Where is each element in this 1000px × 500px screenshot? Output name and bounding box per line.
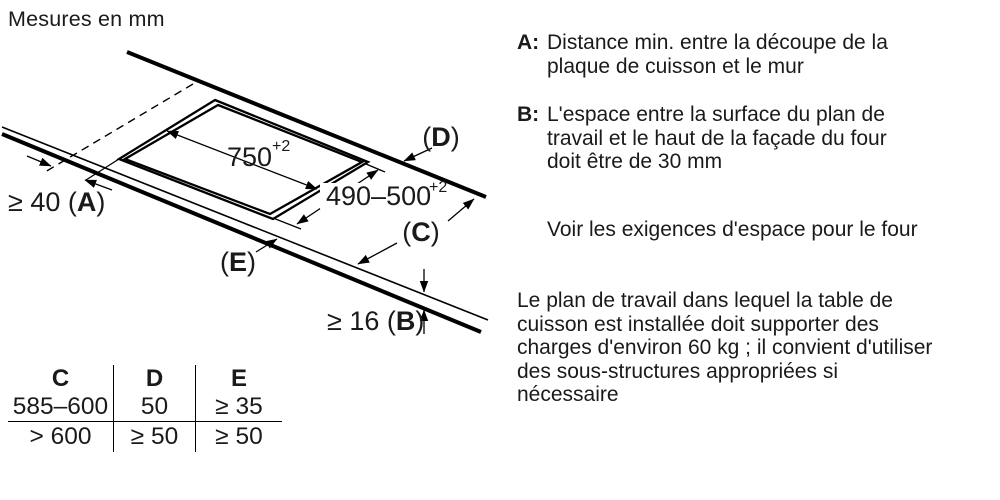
width-dimension-arrow [166, 130, 318, 190]
label-d: (D) [422, 122, 460, 152]
depth-extension-line-front [272, 217, 302, 230]
table-header-e: E [195, 365, 282, 393]
label-d-arrow [403, 147, 433, 162]
worktop-front-bottom-edge-line [1, 132, 482, 334]
label-e-arrow [255, 238, 278, 253]
note-line: Distance min. entre la découpe de la [547, 31, 888, 54]
width-dimension-label: 750 [227, 142, 272, 172]
oven-space-note: Voir les exigences d'espace pour le four [547, 218, 918, 241]
worktop-back-edge-line [126, 50, 487, 199]
table-cell: 585–600 [8, 393, 113, 422]
note-b-label: B: [517, 103, 540, 126]
worktop-front-top-edge-line [1, 126, 489, 321]
table-cell: ≥ 50 [113, 422, 195, 452]
table-cell: > 600 [29, 423, 92, 450]
note-line: nécessaire [517, 383, 619, 406]
label-e: (E) [220, 247, 256, 277]
note-line: Le plan de travail dans lequel la table … [517, 289, 893, 312]
worktop-installation-diagram: 750 +2 490–500 +2 ≥ 40 (A) (D) (C) (E) ≥… [1, 50, 489, 336]
note-b-text: L'espace entre la surface du plan de tra… [547, 103, 887, 174]
width-dimension-tolerance: +2 [272, 138, 290, 155]
label-c-arrow-front [357, 242, 398, 265]
note-line: L'espace entre la surface du plan de [547, 103, 885, 126]
label-c-arrow-back [447, 198, 475, 222]
note-line: travail et le haut de la façade du four [547, 126, 887, 150]
depth-dimension-label: 490–500 [326, 181, 431, 211]
note-a-label: A: [517, 31, 540, 54]
note-a-text: Distance min. entre la découpe de la pla… [547, 31, 888, 78]
table-cell: ≥ 35 [195, 393, 282, 422]
table-cell: ≥ 50 [195, 422, 282, 452]
depth-extension-line-back [365, 163, 386, 173]
depth-label-backing [320, 183, 444, 209]
page-title: Mesures en mm [8, 7, 165, 31]
note-line: charges d'environ 60 kg ; il convient d'… [517, 336, 933, 359]
note-line: plaque de cuisson et le mur [547, 54, 804, 78]
note-line: des sous-structures appropriées si [517, 359, 838, 383]
table-header-c: C [51, 365, 70, 392]
cutout-edge-extension-line [85, 158, 120, 181]
table-cell: 50 [113, 393, 195, 422]
label-b: ≥ 16 (B) [327, 306, 424, 336]
note-line: cuisson est installée doit supporter des [517, 312, 879, 336]
label-a: ≥ 40 (A) [8, 187, 105, 217]
label-a-arrow-right [84, 179, 113, 191]
side-wall-dashed-line [44, 83, 194, 173]
note-line: doit être de 30 mm [547, 150, 723, 173]
worktop-load-note: Le plan de travail dans lequel la table … [517, 289, 932, 407]
dimension-table: C D E 585–600 50 ≥ 35 > 600 ≥ 50 ≥ 50 [8, 365, 282, 452]
depth-dimension-tolerance: +2 [429, 179, 447, 196]
label-c: (C) [402, 217, 440, 247]
table-header-d: D [113, 365, 195, 393]
label-a-arrow-left [26, 155, 52, 167]
